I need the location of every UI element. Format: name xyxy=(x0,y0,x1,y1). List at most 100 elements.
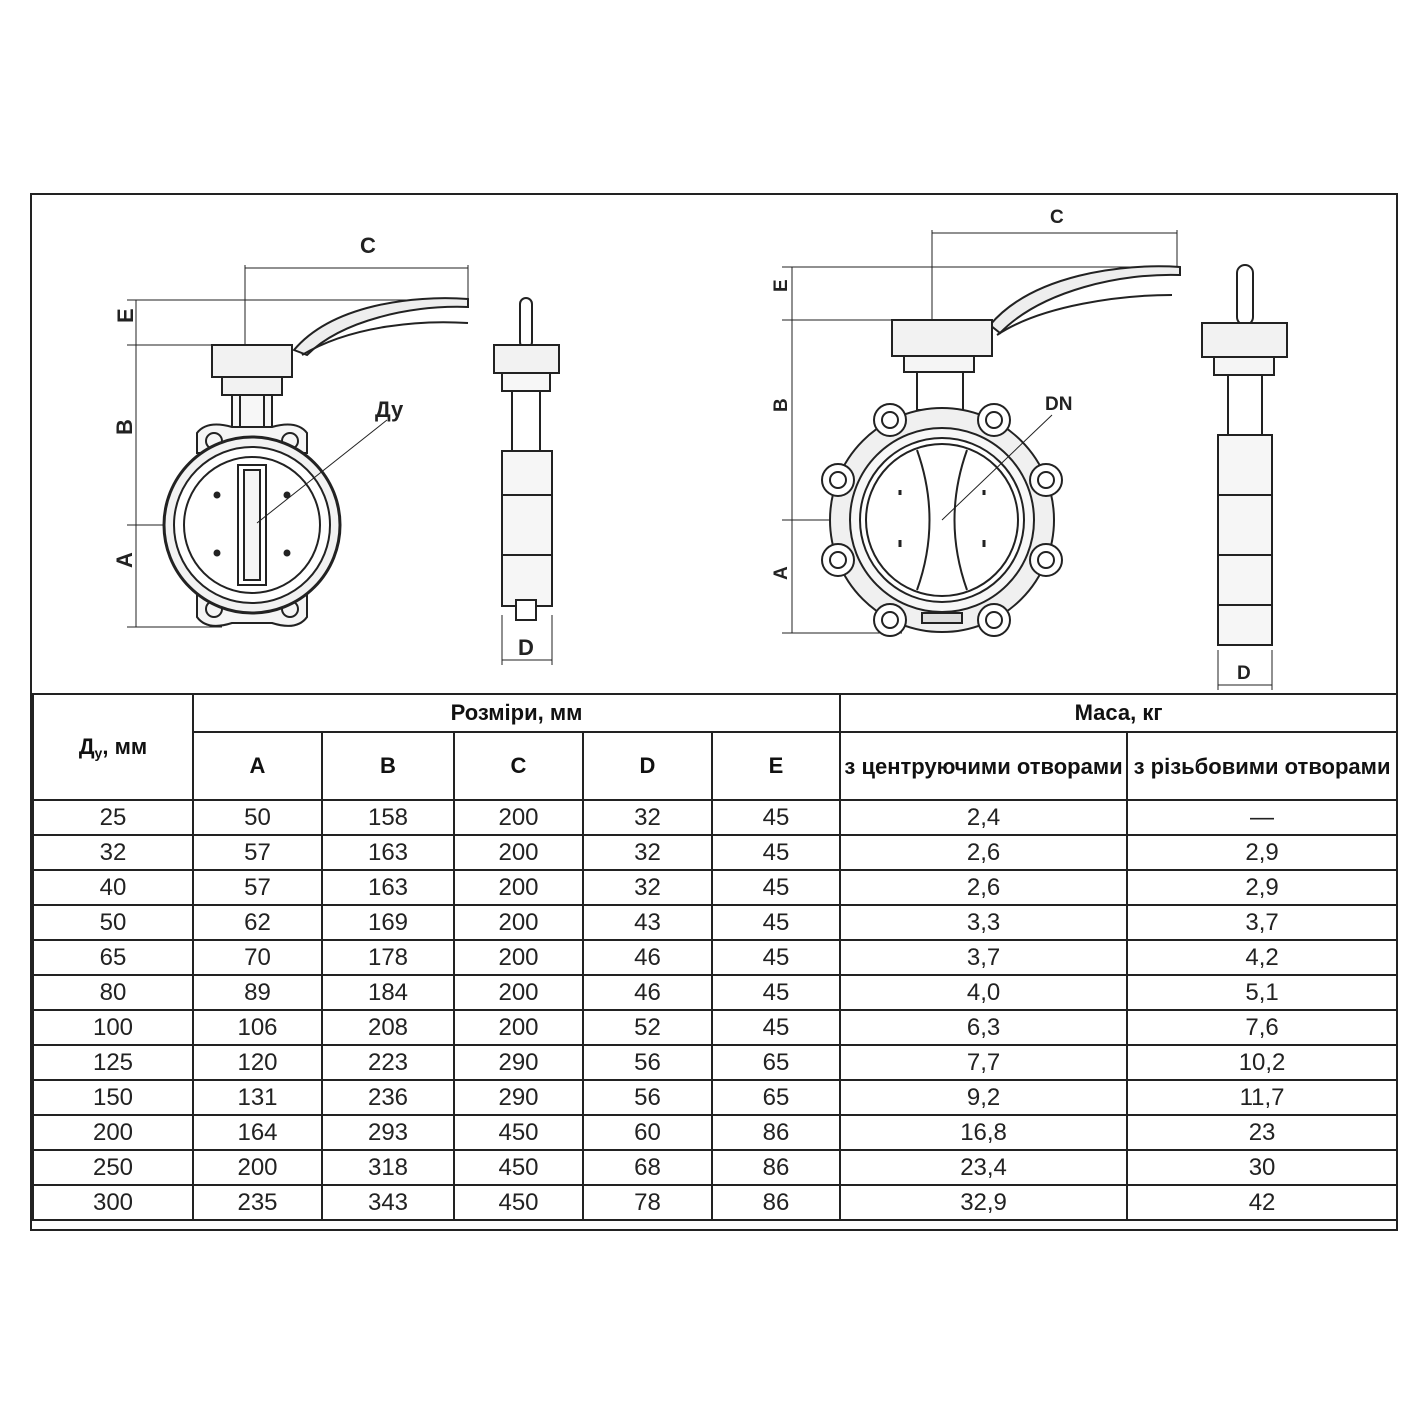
cell-b: 236 xyxy=(321,1079,455,1116)
wafer-valve-side-view xyxy=(493,297,560,665)
cell-c: 200 xyxy=(453,904,584,941)
cell-e: 45 xyxy=(710,904,842,941)
cell-b: 178 xyxy=(321,939,455,976)
cell-dn: 125 xyxy=(32,1044,194,1081)
cell-d: 56 xyxy=(582,1044,713,1081)
spec-sheet: C E B A Ду D xyxy=(30,193,1399,1231)
cell-dn: 200 xyxy=(32,1114,194,1151)
cell-d: 56 xyxy=(582,1079,713,1116)
label-a-left: A xyxy=(112,552,137,568)
cell-mass-threaded: 5,1 xyxy=(1126,974,1399,1011)
cell-e: 45 xyxy=(710,834,842,871)
cell-mass-threaded: 11,7 xyxy=(1126,1079,1399,1116)
label-dn-right: DN xyxy=(1045,394,1072,415)
col-header-b: B xyxy=(321,731,455,801)
cell-e: 45 xyxy=(710,799,842,836)
wafer-valve-front-view xyxy=(127,265,469,628)
cell-b: 318 xyxy=(321,1149,455,1186)
dn-header: Ду, мм xyxy=(32,693,194,801)
cell-e: 45 xyxy=(710,1009,842,1046)
mass-header: Маса, кг xyxy=(839,693,1399,733)
cell-mass-threaded: 23 xyxy=(1126,1114,1399,1151)
label-e-right: E xyxy=(771,279,792,292)
cell-mass-centering: 4,0 xyxy=(839,974,1129,1011)
cell-d: 43 xyxy=(582,904,713,941)
cell-mass-centering: 9,2 xyxy=(839,1079,1129,1116)
label-e-left: E xyxy=(113,308,138,323)
cell-a: 131 xyxy=(192,1079,323,1116)
cell-mass-threaded: 2,9 xyxy=(1126,869,1399,906)
cell-mass-threaded: 2,9 xyxy=(1126,834,1399,871)
cell-mass-centering: 3,3 xyxy=(839,904,1129,941)
cell-mass-centering: 3,7 xyxy=(839,939,1129,976)
col-header-e: E xyxy=(710,731,842,801)
cell-mass-threaded: 42 xyxy=(1126,1184,1399,1221)
cell-a: 164 xyxy=(192,1114,323,1151)
cell-b: 208 xyxy=(321,1009,455,1046)
dn-header-unit: , мм xyxy=(102,733,148,759)
cell-d: 46 xyxy=(582,974,713,1011)
dn-header-subscript: у xyxy=(94,744,103,761)
cell-mass-centering: 32,9 xyxy=(839,1184,1129,1221)
cell-a: 120 xyxy=(192,1044,323,1081)
technical-drawings: C E B A Ду D xyxy=(32,195,1396,693)
label-b-right: B xyxy=(771,398,792,412)
cell-b: 293 xyxy=(321,1114,455,1151)
cell-dn: 100 xyxy=(32,1009,194,1046)
cell-dn: 250 xyxy=(32,1149,194,1186)
cell-dn: 80 xyxy=(32,974,194,1011)
cell-b: 223 xyxy=(321,1044,455,1081)
cell-mass-centering: 23,4 xyxy=(839,1149,1129,1186)
cell-mass-threaded: 7,6 xyxy=(1126,1009,1399,1046)
cell-mass-centering: 2,4 xyxy=(839,799,1129,836)
mass-centering-header: з центруючими отворами xyxy=(839,731,1129,801)
cell-e: 86 xyxy=(710,1149,842,1186)
cell-c: 200 xyxy=(453,974,584,1011)
label-a-right: A xyxy=(771,566,792,580)
cell-e: 65 xyxy=(710,1079,842,1116)
cell-b: 163 xyxy=(321,834,455,871)
label-d-left: D xyxy=(518,635,534,660)
cell-dn: 25 xyxy=(32,799,194,836)
cell-dn: 50 xyxy=(32,904,194,941)
cell-c: 450 xyxy=(453,1184,584,1221)
cell-mass-threaded: 4,2 xyxy=(1126,939,1399,976)
cell-c: 200 xyxy=(453,799,584,836)
cell-d: 32 xyxy=(582,799,713,836)
valve-drawings-svg: C E B A Ду D xyxy=(112,207,1288,690)
mass-threaded-header: з різьбовими отворами xyxy=(1126,731,1399,801)
dn-header-main: Д xyxy=(78,733,95,759)
cell-b: 158 xyxy=(321,799,455,836)
lug-valve-side-view xyxy=(1201,264,1288,690)
cell-mass-threaded: — xyxy=(1126,799,1399,836)
cell-e: 86 xyxy=(710,1114,842,1151)
cell-d: 60 xyxy=(582,1114,713,1151)
label-b-left: B xyxy=(112,419,137,435)
cell-e: 65 xyxy=(710,1044,842,1081)
cell-mass-centering: 7,7 xyxy=(839,1044,1129,1081)
cell-a: 235 xyxy=(192,1184,323,1221)
cell-c: 200 xyxy=(453,869,584,906)
dimensions-header: Розміри, мм xyxy=(191,693,842,733)
cell-a: 89 xyxy=(192,974,323,1011)
cell-d: 46 xyxy=(582,939,713,976)
cell-e: 86 xyxy=(710,1184,842,1221)
cell-dn: 65 xyxy=(32,939,194,976)
cell-e: 45 xyxy=(710,974,842,1011)
cell-mass-centering: 6,3 xyxy=(839,1009,1129,1046)
cell-a: 200 xyxy=(192,1149,323,1186)
cell-d: 32 xyxy=(582,834,713,871)
cell-mass-threaded: 10,2 xyxy=(1126,1044,1399,1081)
label-c-right: C xyxy=(1050,207,1064,228)
label-d-right: D xyxy=(1237,663,1251,684)
